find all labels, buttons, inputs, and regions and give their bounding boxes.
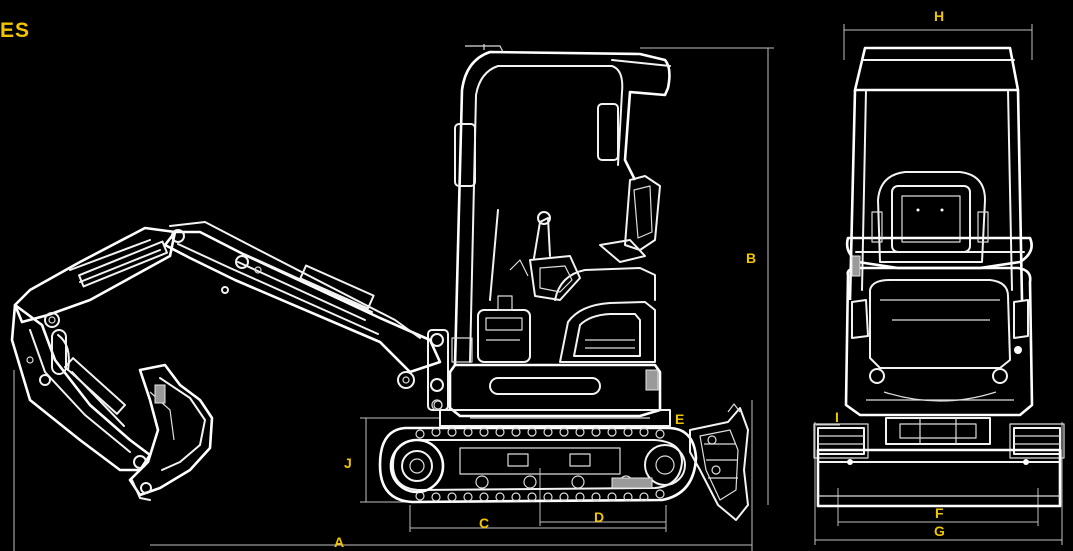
dozer-blade: [689, 403, 749, 521]
boom-arm: [163, 221, 442, 389]
side-details: [433, 337, 659, 410]
dimension-label-i: I: [835, 409, 839, 425]
dipper-arm: [10, 226, 185, 472]
dimension-label-a: A: [334, 534, 345, 550]
upper-structure: [427, 295, 671, 427]
side-view: [10, 44, 774, 551]
dimension-label-f: F: [935, 505, 944, 521]
dimension-lines-front: [814, 24, 1063, 545]
dimension-label-d: D: [594, 509, 605, 525]
front-view: [813, 24, 1065, 545]
front-undercarriage: [813, 417, 1065, 508]
dimension-label-h: H: [934, 8, 945, 24]
dimension-label-b: B: [746, 250, 757, 266]
canopy-frame: [453, 44, 671, 366]
dimension-label-c: C: [479, 515, 490, 531]
page-title-fragment: ES: [0, 19, 31, 42]
dimension-label-e: E: [675, 411, 685, 427]
dimension-lines-side: [13, 47, 774, 551]
front-canopy: [845, 46, 1033, 301]
dimension-label-j: J: [344, 455, 352, 471]
front-body: [844, 255, 1034, 417]
dimension-label-g: G: [934, 523, 945, 539]
track-undercarriage: [378, 426, 698, 504]
bucket: [128, 363, 214, 501]
